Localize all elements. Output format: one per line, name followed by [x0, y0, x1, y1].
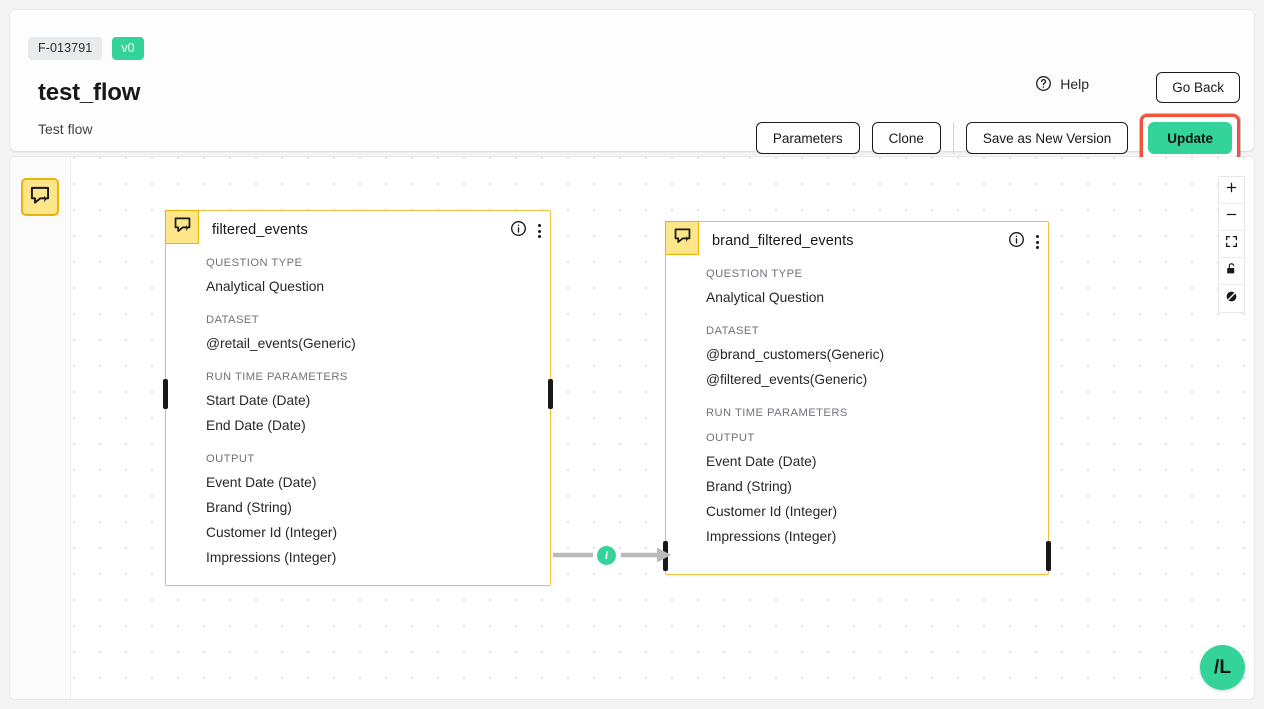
- section-item: Analytical Question: [706, 290, 825, 305]
- section-label: DATASET: [706, 325, 760, 337]
- palette-analytical-question-button[interactable]: [21, 178, 59, 216]
- header-action-row: Parameters Clone Save as New Version Upd…: [755, 114, 1240, 162]
- section-label: DATASET: [206, 314, 260, 326]
- section-item: @filtered_events(Generic): [706, 372, 868, 387]
- zoom-out-button[interactable]: [1219, 204, 1244, 231]
- node-more-options-icon[interactable]: [535, 223, 541, 239]
- flow-canvas[interactable]: filtered_events QUESTION TYPE Anal: [10, 157, 1254, 699]
- flow-node-brand-filtered-events[interactable]: brand_filtered_events QUESTION TYPE: [663, 221, 1051, 575]
- node-section: QUESTION TYPE Analytical Question: [706, 268, 1048, 310]
- zoom-in-button[interactable]: [1219, 177, 1244, 204]
- help-circle-icon: [1035, 75, 1052, 92]
- flow-edge-connector: i: [551, 539, 673, 571]
- node-header: filtered_events: [165, 210, 550, 248]
- flow-node-filtered-events[interactable]: filtered_events QUESTION TYPE Anal: [163, 210, 553, 586]
- node-output-handle[interactable]: [548, 379, 553, 409]
- node-more-options-icon[interactable]: [1033, 234, 1039, 250]
- node-type-chip: [165, 210, 199, 244]
- page-subtitle: Test flow: [38, 121, 93, 137]
- page-header: F-013791 v0 test_flow Test flow Help Go …: [10, 10, 1254, 162]
- page-title: test_flow: [38, 79, 141, 106]
- section-item: @retail_events(Generic): [206, 336, 356, 351]
- node-type-chip: [665, 221, 699, 255]
- node-section: QUESTION TYPE Analytical Question: [206, 257, 550, 299]
- node-section: DATASET @brand_customers(Generic) @filte…: [706, 325, 1048, 392]
- go-back-button[interactable]: Go Back: [1156, 72, 1240, 103]
- plus-icon: [1225, 181, 1238, 199]
- section-item: Start Date (Date): [206, 393, 311, 408]
- section-item: Customer Id (Integer): [206, 525, 338, 540]
- speech-bubble-lightning-icon: [29, 184, 51, 211]
- node-section: RUN TIME PARAMETERS: [706, 407, 1048, 419]
- fit-view-icon: [1225, 235, 1238, 253]
- node-output-handle[interactable]: [1046, 541, 1051, 571]
- node-section: OUTPUT Event Date (Date) Brand (String) …: [206, 453, 550, 570]
- edge-arrow-icon: [553, 547, 671, 563]
- node-header-actions: [1008, 231, 1039, 253]
- minus-icon: [1225, 208, 1238, 226]
- section-item: Brand (String): [706, 479, 792, 494]
- fit-view-button[interactable]: [1219, 231, 1244, 258]
- node-input-handle[interactable]: [163, 379, 168, 409]
- section-item: Event Date (Date): [706, 454, 817, 469]
- node-title: brand_filtered_events: [712, 232, 854, 249]
- update-button[interactable]: Update: [1148, 122, 1232, 154]
- version-badge: v0: [112, 37, 144, 60]
- section-item: @brand_customers(Generic): [706, 347, 885, 362]
- speech-bubble-lightning-icon: [173, 215, 192, 239]
- node-palette: [10, 157, 71, 699]
- node-title: filtered_events: [212, 221, 308, 238]
- section-item: Event Date (Date): [206, 475, 317, 490]
- section-label: RUN TIME PARAMETERS: [206, 371, 348, 383]
- node-section: OUTPUT Event Date (Date) Brand (String) …: [706, 432, 1048, 549]
- flow-id-badge: F-013791: [28, 37, 103, 60]
- node-header: brand_filtered_events: [665, 221, 1048, 259]
- node-header-actions: [510, 220, 541, 242]
- node-body: QUESTION TYPE Analytical Question DATASE…: [666, 259, 1048, 549]
- node-body: QUESTION TYPE Analytical Question DATASE…: [166, 248, 550, 570]
- section-item: Impressions (Integer): [706, 529, 837, 544]
- clone-button[interactable]: Clone: [871, 122, 941, 154]
- update-button-highlight: Update: [1140, 114, 1240, 162]
- section-item: Analytical Question: [206, 279, 325, 294]
- section-label: OUTPUT: [206, 453, 255, 465]
- help-button[interactable]: Help: [1035, 75, 1089, 92]
- toggle-interactivity-button[interactable]: [1219, 285, 1244, 312]
- action-divider: [952, 122, 954, 154]
- section-item: End Date (Date): [206, 418, 306, 433]
- lock-icon: [1225, 262, 1238, 280]
- badge-group: F-013791 v0: [28, 37, 144, 60]
- help-label: Help: [1060, 75, 1089, 92]
- edge-info-badge[interactable]: i: [597, 546, 616, 565]
- info-icon[interactable]: [510, 220, 527, 242]
- interactivity-off-icon: [1225, 290, 1238, 308]
- save-as-new-version-button[interactable]: Save as New Version: [965, 122, 1129, 154]
- section-label: OUTPUT: [706, 432, 755, 444]
- canvas-zoom-controls: [1218, 176, 1245, 313]
- node-section: RUN TIME PARAMETERS Start Date (Date) En…: [206, 371, 550, 438]
- section-label: QUESTION TYPE: [706, 268, 803, 280]
- section-item: Customer Id (Integer): [706, 504, 838, 519]
- section-label: RUN TIME PARAMETERS: [706, 407, 848, 419]
- node-section: DATASET @retail_events(Generic): [206, 314, 550, 356]
- info-icon[interactable]: [1008, 231, 1025, 253]
- section-item: Brand (String): [206, 500, 292, 515]
- section-label: QUESTION TYPE: [206, 257, 303, 269]
- speech-bubble-lightning-icon: [673, 226, 692, 250]
- parameters-button[interactable]: Parameters: [755, 122, 860, 154]
- assistant-fab-button[interactable]: /L: [1200, 645, 1245, 690]
- section-item: Impressions (Integer): [206, 550, 337, 565]
- lock-button[interactable]: [1219, 258, 1244, 285]
